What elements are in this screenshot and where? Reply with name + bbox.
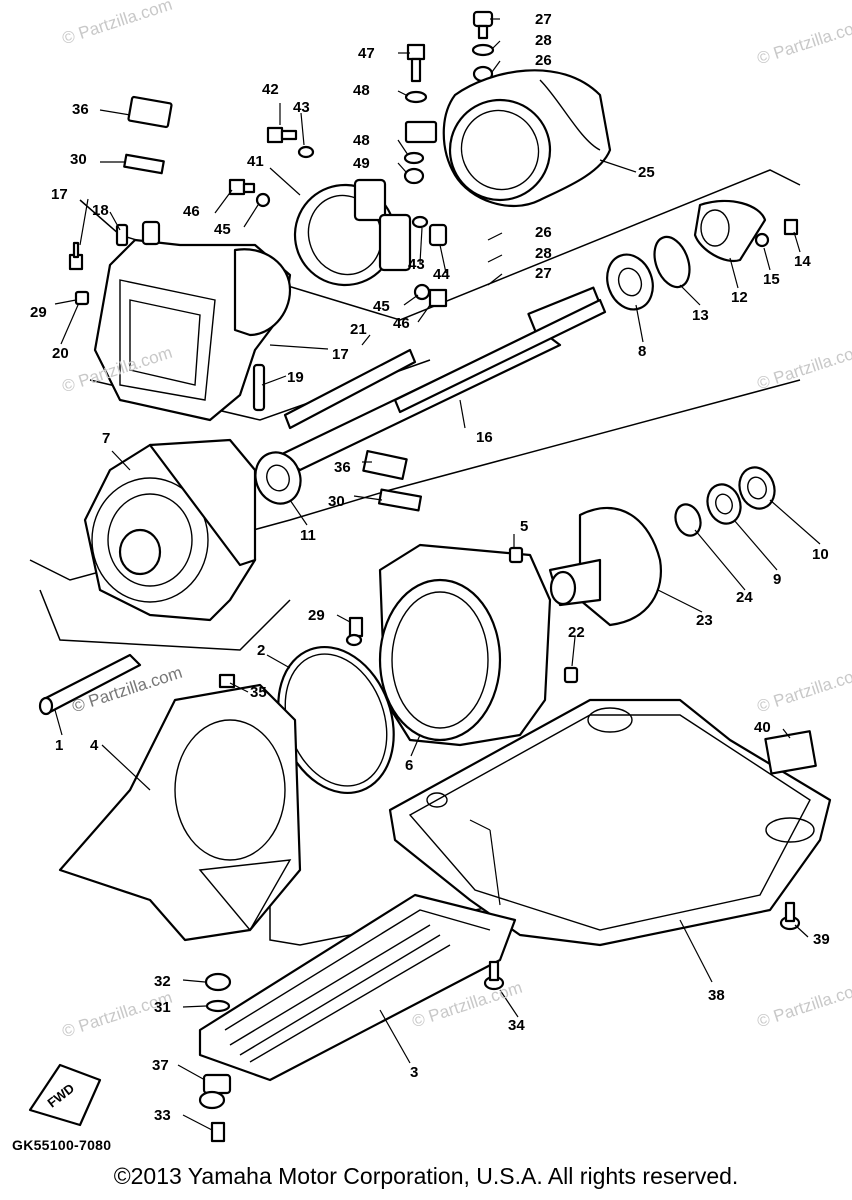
bracket-hardware [228,126,448,308]
impeller-part [548,506,662,627]
callout-label: 4 [90,737,99,754]
callout-label: 34 [508,1017,525,1034]
callout-label: 36 [72,101,89,118]
callout-label: 2 [257,642,266,659]
callout-label: 14 [794,253,811,270]
callout-label: 40 [754,719,771,736]
callout-label: 23 [696,612,713,629]
intake-grate-part [198,893,517,1082]
callout-label: 36 [334,459,351,476]
pump-cover-part [442,69,612,208]
impeller-housing-part [83,438,257,622]
fwd-arrow-icon [28,1063,102,1127]
callout-label: 27 [535,11,552,28]
callout-label: 41 [247,153,264,170]
callout-label: 37 [152,1057,169,1074]
leader-lines [54,18,821,1131]
callout-label: 10 [812,546,829,563]
callout-label: 8 [638,343,647,360]
callout-label: 43 [293,99,310,116]
callout-label: 48 [353,82,370,99]
callout-label: 15 [763,271,780,288]
left-bolt-stack [403,43,438,185]
callout-label: 17 [51,186,68,203]
callout-label: 24 [736,589,753,606]
callout-label: 43 [408,256,425,273]
intake-housing-part [93,220,292,422]
callout-label: 44 [433,266,450,283]
callout-label: 31 [154,999,171,1016]
callout-label: 3 [410,1064,419,1081]
upper-group-outline [79,169,801,321]
callout-label: 49 [353,155,370,172]
callout-label: 19 [287,369,304,386]
intake-hardware [68,95,266,412]
callout-label: 12 [731,289,748,306]
callout-label: 29 [30,304,47,321]
cap-bolt-stack [471,10,495,83]
bearing-9-part [706,483,742,525]
mount-bracket-part [293,178,412,287]
callout-label: 38 [708,987,725,1004]
callout-label: 30 [70,151,87,168]
bearing-11-part [254,451,302,505]
middle-group-outline [29,379,801,581]
bearing-8-part [606,253,654,311]
callout-label: 46 [393,315,410,332]
callout-label: 45 [214,221,231,238]
ride-plate-part [388,698,832,947]
callout-label: 28 [535,245,552,262]
callout-label: 26 [535,52,552,69]
duct-part [58,673,302,942]
callout-label: 13 [692,307,709,324]
callout-label: 6 [405,757,414,774]
callout-label: 22 [568,624,585,641]
callout-label: 42 [262,81,279,98]
callout-label: 27 [535,265,552,282]
bearing-10-part [738,466,776,510]
middle-group-outline-lower [39,589,291,651]
plate-36-middle [362,449,408,481]
callout-label: 17 [332,346,349,363]
callout-label: 5 [520,518,529,535]
callout-label: 33 [154,1107,171,1124]
callout-label: 7 [102,430,111,447]
plate-30-middle [377,488,423,512]
callout-label: 18 [92,202,109,219]
callout-label: 47 [358,45,375,62]
callout-label: 45 [373,298,390,315]
callout-label: 30 [328,493,345,510]
callout-label: 11 [300,527,316,544]
callout-label: 26 [535,224,552,241]
plate-40-part [764,730,817,775]
diagram-code: GK55100-7080 [12,1137,112,1153]
cap-12-part [693,200,767,263]
washer-24-part [674,503,702,537]
callout-label: 20 [52,345,69,362]
copyright-notice: ©2013 Yamaha Motor Corporation, U.S.A. A… [113,1163,739,1189]
callout-label: 48 [353,132,370,149]
callout-label: 1 [55,737,64,754]
callout-label: 35 [250,684,267,701]
drive-shaft-part [278,286,607,472]
oring-13-part [653,235,691,289]
callout-label: 28 [535,32,552,49]
lower-hardware [198,901,801,1143]
jet-housing-part [345,543,579,747]
callout-label: 25 [638,164,655,181]
callout-label: 9 [773,571,782,588]
callout-label: 46 [183,203,200,220]
callout-label: 21 [350,321,367,338]
callout-label: 39 [813,931,830,948]
callout-label: 32 [154,973,171,990]
callout-label: 29 [308,607,325,624]
callout-label: 16 [476,429,493,446]
